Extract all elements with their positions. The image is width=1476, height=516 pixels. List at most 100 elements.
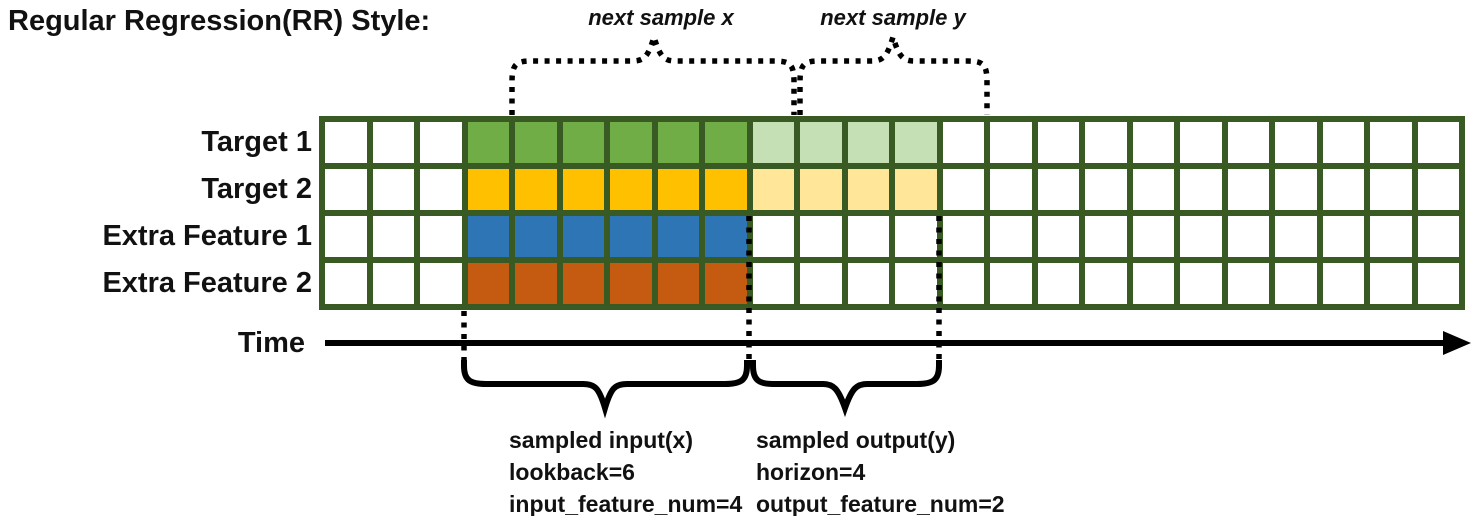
grid-cell <box>892 166 940 213</box>
sampled-input-brace <box>461 360 750 419</box>
row-label-target-1: Target 1 <box>201 126 312 158</box>
grid-cell <box>512 213 560 260</box>
grid-cell <box>512 166 560 213</box>
row-label-extra-feature-1: Extra Feature 1 <box>102 220 312 252</box>
grid-cell <box>1224 166 1272 213</box>
next-sample-y-brace <box>797 27 990 115</box>
grid-cell <box>1129 119 1177 166</box>
next-sample-y-label: next sample y <box>820 5 966 30</box>
grid-cell <box>654 166 702 213</box>
grid-cell <box>654 213 702 260</box>
grid-cell <box>892 119 940 166</box>
grid-cell <box>1272 213 1320 260</box>
grid-cell <box>1129 213 1177 260</box>
grid-cell <box>1367 119 1415 166</box>
grid-cell <box>1319 260 1367 307</box>
grid-cell <box>987 166 1035 213</box>
grid-cell <box>464 260 512 307</box>
row-label-extra-feature-2: Extra Feature 2 <box>102 267 312 299</box>
grid-cell <box>1034 260 1082 307</box>
grid-cell <box>417 260 465 307</box>
grid-cell <box>464 213 512 260</box>
grid-cell <box>749 260 797 307</box>
output-feature-num-value: output_feature_num=2 <box>756 491 1005 516</box>
grid-cell <box>607 166 655 213</box>
grid-cell <box>559 166 607 213</box>
grid-cell <box>559 119 607 166</box>
grid-cell <box>702 119 750 166</box>
grid-cell <box>1414 119 1462 166</box>
sampled-output-brace <box>750 360 942 418</box>
grid-cell <box>512 260 560 307</box>
grid-cell <box>1272 166 1320 213</box>
grid-cell <box>892 260 940 307</box>
grid-cell <box>1319 119 1367 166</box>
grid-cell <box>369 119 417 166</box>
grid-cell <box>844 119 892 166</box>
grid-cell <box>1082 260 1130 307</box>
grid-cell <box>1272 119 1320 166</box>
grid-cell <box>844 260 892 307</box>
grid-cell <box>1034 166 1082 213</box>
grid-cell <box>749 213 797 260</box>
grid-cell <box>1129 260 1177 307</box>
grid-cell <box>559 213 607 260</box>
grid-cell <box>1082 213 1130 260</box>
grid-cell <box>1224 213 1272 260</box>
lookback-value: lookback=6 <box>509 459 635 485</box>
grid-cell <box>702 260 750 307</box>
grid-cell <box>797 213 845 260</box>
grid-cell <box>702 213 750 260</box>
next-sample-x-brace <box>509 27 797 115</box>
grid-cell <box>1224 119 1272 166</box>
grid-cell <box>844 166 892 213</box>
grid-cell <box>322 213 370 260</box>
grid-cell <box>987 260 1035 307</box>
grid-cell <box>607 260 655 307</box>
grid-cell <box>559 260 607 307</box>
grid-cell <box>1224 260 1272 307</box>
grid-cell <box>512 119 560 166</box>
grid-cell <box>1082 119 1130 166</box>
grid-cell <box>1177 166 1225 213</box>
sampled-output-note: sampled output(y) horizon=4 output_featu… <box>756 424 1005 516</box>
grid-cell <box>1034 213 1082 260</box>
sampled-input-note: sampled input(x) lookback=6 input_featur… <box>509 424 742 516</box>
input-feature-num-value: input_feature_num=4 <box>509 491 743 516</box>
next-sample-x-label: next sample x <box>588 5 734 30</box>
grid-cell <box>322 119 370 166</box>
time-axis-arrowhead <box>1443 331 1471 355</box>
grid-cell <box>1319 213 1367 260</box>
sampled-output-title: sampled output(y) <box>756 427 956 453</box>
grid-cell <box>369 260 417 307</box>
grid-cell <box>1177 260 1225 307</box>
grid-cell <box>987 119 1035 166</box>
grid-cell <box>654 119 702 166</box>
grid-cell <box>1177 213 1225 260</box>
grid-cell <box>369 213 417 260</box>
grid-cell <box>1367 166 1415 213</box>
grid-cell <box>322 260 370 307</box>
grid-cell <box>322 166 370 213</box>
grid-cell <box>1319 166 1367 213</box>
grid-cell <box>749 166 797 213</box>
time-axis-label: Time <box>237 327 305 359</box>
grid-cell <box>1367 213 1415 260</box>
horizon-value: horizon=4 <box>756 459 866 485</box>
grid-cell <box>939 166 987 213</box>
grid-cell <box>987 213 1035 260</box>
grid-cell <box>939 213 987 260</box>
grid-cell <box>749 119 797 166</box>
grid-cell <box>464 166 512 213</box>
grid-cell <box>607 213 655 260</box>
grid-cell <box>1082 166 1130 213</box>
grid-cell <box>702 166 750 213</box>
grid-cell <box>607 119 655 166</box>
diagram-title: Regular Regression(RR) Style: <box>8 5 431 37</box>
grid-cell <box>892 213 940 260</box>
grid-cell <box>464 119 512 166</box>
grid-cell <box>654 260 702 307</box>
grid-cell <box>939 119 987 166</box>
grid-cell <box>1414 260 1462 307</box>
